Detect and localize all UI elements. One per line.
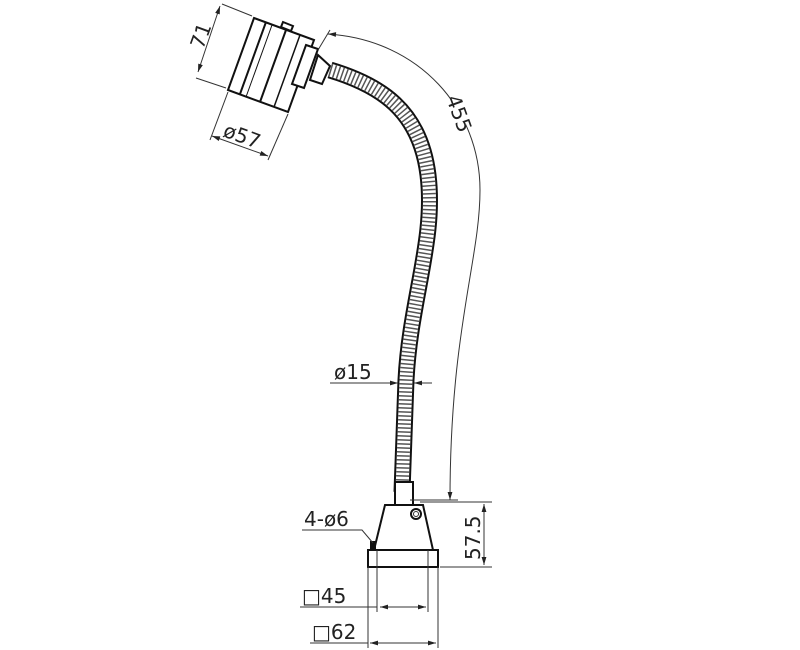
- dim-label-71: 71: [185, 20, 216, 52]
- dim-arm-length: 455: [317, 29, 481, 501]
- dim-label-57-5: 57.5: [461, 515, 485, 560]
- dim-label-57: ø57: [220, 118, 264, 153]
- dim-base-size: □62: [310, 567, 439, 648]
- lamp-head: [226, 16, 332, 114]
- dim-base-height: 57.5: [420, 501, 492, 568]
- dim-label-45: □45: [302, 584, 346, 608]
- gooseneck-hose: [327, 61, 439, 493]
- dim-label-62: □62: [312, 620, 356, 644]
- dim-mount-holes: 4-ø6: [302, 507, 374, 544]
- knob-icon: [410, 508, 422, 520]
- dim-hole-spacing: □45: [300, 567, 429, 612]
- lamp-base: [367, 481, 439, 568]
- dim-label-4-6: 4-ø6: [304, 507, 349, 531]
- dim-label-15: ø15: [334, 360, 372, 384]
- dim-hose-diameter: ø15: [330, 360, 432, 386]
